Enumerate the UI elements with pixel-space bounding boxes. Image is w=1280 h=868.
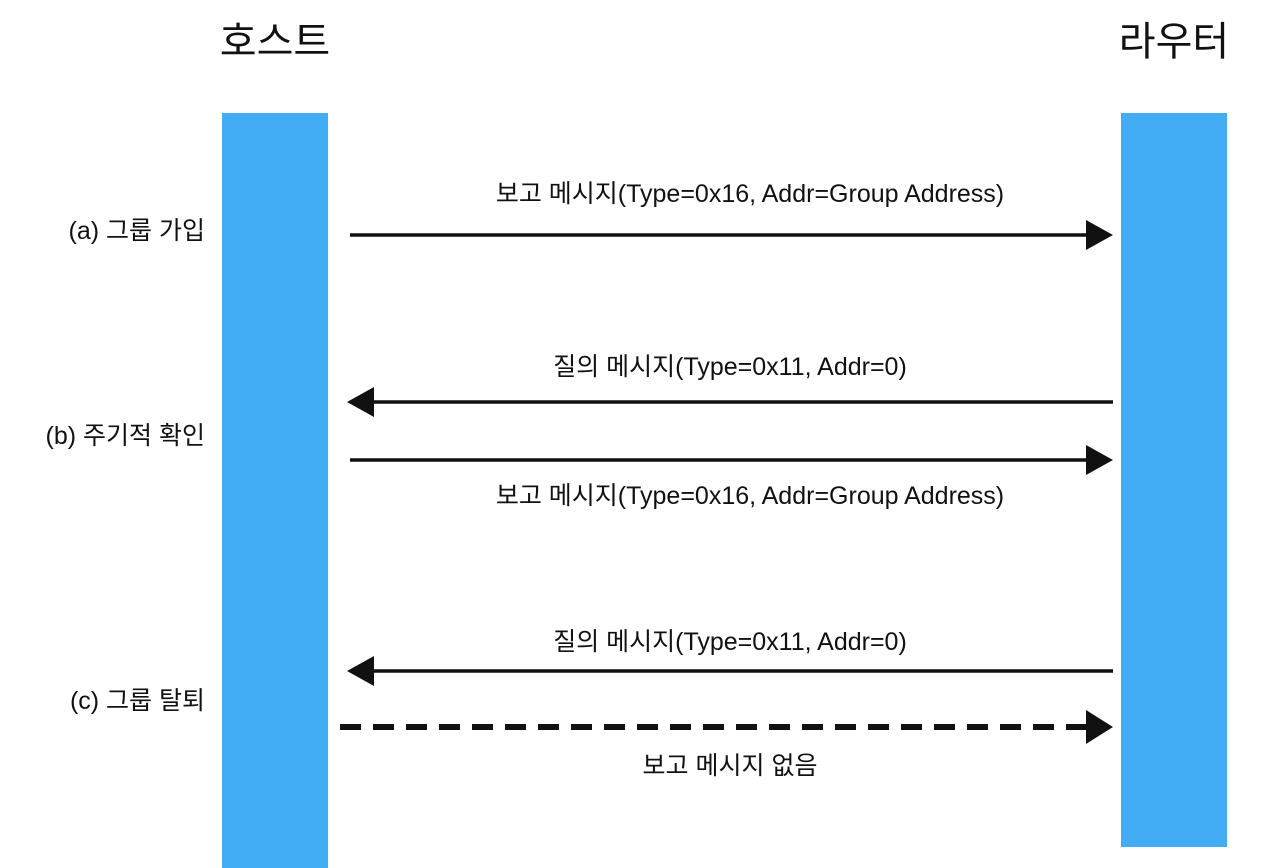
arrow-b-query bbox=[347, 387, 1113, 417]
host-lifeline-title: 호스트 bbox=[219, 20, 331, 64]
message-label-a-report: 보고 메시지(Type=0x16, Addr=Group Address) bbox=[495, 180, 1005, 208]
router-lifeline-title: 라우터 bbox=[1118, 20, 1230, 64]
arrow-a-report bbox=[350, 220, 1113, 250]
host-lifeline-bar bbox=[222, 113, 328, 868]
message-label-b-report: 보고 메시지(Type=0x16, Addr=Group Address) bbox=[495, 482, 1005, 510]
arrow-b-report bbox=[350, 445, 1113, 475]
stage-label-group-leave: (c) 그룹 탈퇴 bbox=[69, 687, 205, 715]
arrow-c-query bbox=[347, 656, 1113, 686]
arrow-c-no-report-dashed bbox=[340, 710, 1113, 744]
stage-label-group-join: (a) 그룹 가입 bbox=[68, 217, 205, 245]
stage-label-periodic-check: (b) 주기적 확인 bbox=[45, 422, 205, 450]
message-label-c-no-report: 보고 메시지 없음 bbox=[642, 752, 818, 780]
router-lifeline-bar bbox=[1121, 113, 1227, 847]
message-label-c-query: 질의 메시지(Type=0x11, Addr=0) bbox=[553, 628, 907, 656]
message-label-b-query: 질의 메시지(Type=0x11, Addr=0) bbox=[553, 353, 907, 381]
